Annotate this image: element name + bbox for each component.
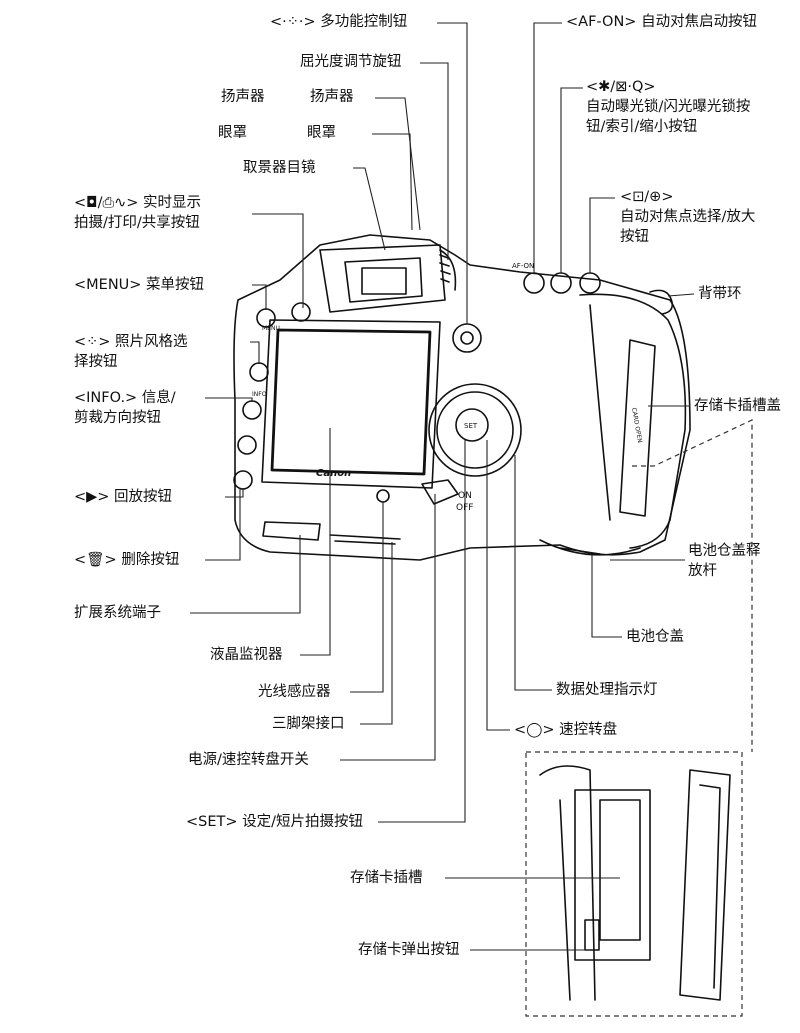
af-on-mark: AF-ON (512, 262, 534, 270)
label-liveview-2: 拍摄/打印/共享按钮 (74, 215, 200, 231)
label-battery-release-1: 电池仓盖释 (688, 543, 761, 559)
label-access-lamp: 数据处理指示灯 (556, 682, 658, 698)
label-set-button: <SET> 设定/短片拍摄按钮 (186, 814, 364, 830)
menu-mark: MENU (262, 325, 280, 332)
label-af-point-2: 自动对焦点选择/放大 (620, 209, 756, 225)
label-speaker-b: 扬声器 (310, 89, 354, 105)
label-diopter: 屈光度调节旋钮 (300, 54, 402, 70)
label-af-point-1: <⊡/⊕> (620, 189, 674, 205)
label-ext-terminal: 扩展系统端子 (74, 605, 161, 621)
label-picstyle-1: <⁘> 照片风格选 (74, 334, 188, 350)
info-mark: INFO (252, 391, 267, 398)
label-playback: <▶> 回放按钮 (74, 489, 173, 505)
label-lcd: 液晶监视器 (210, 647, 283, 663)
label-light-sensor: 光线感应器 (258, 684, 331, 700)
off-mark: OFF (456, 503, 473, 513)
label-eyecup-b: 眼罩 (307, 125, 336, 141)
label-info-2: 剪裁方向按钮 (74, 410, 161, 426)
label-ae-lock-2: 自动曝光锁/闪光曝光锁按 (586, 99, 751, 115)
label-eyecup-a: 眼罩 (218, 125, 247, 141)
label-power-switch: 电源/速控转盘开关 (188, 752, 309, 768)
brand-mark: Canon (316, 468, 351, 479)
label-liveview-1: <◘/⎙∿> 实时显示 (74, 195, 202, 211)
label-card-slot: 存储卡插槽 (350, 870, 423, 886)
label-battery-release-2: 放杆 (688, 563, 717, 579)
set-mark: SET (464, 422, 478, 430)
label-speaker-a: 扬声器 (221, 89, 265, 105)
label-menu: <MENU> 菜单按钮 (74, 277, 205, 293)
label-card-eject: 存储卡弹出按钮 (358, 942, 460, 958)
label-picstyle-2: 择按钮 (74, 354, 118, 370)
label-info-1: <INFO.> 信息/ (74, 390, 176, 406)
label-card-cover: 存储卡插槽盖 (694, 398, 781, 414)
on-mark: ON (458, 491, 472, 501)
label-battery-cover: 电池仓盖 (626, 629, 684, 645)
card-open-mark: CARD OPEN (630, 407, 643, 443)
label-quick-dial: <◯> 速控转盘 (514, 722, 618, 738)
label-eyepiece: 取景器目镜 (243, 160, 316, 176)
label-erase: <🗑> 删除按钮 (74, 552, 180, 568)
label-af-point-3: 按钮 (620, 229, 649, 245)
label-ae-lock-3: 钮/索引/缩小按钮 (586, 119, 698, 135)
label-af-on: <AF-ON> 自动对焦启动按钮 (566, 14, 758, 30)
label-multi-controller: <·⁘·> 多功能控制钮 (270, 14, 408, 30)
label-ae-lock-1: <✱/⊠·Q> (586, 79, 656, 95)
label-tripod: 三脚架接口 (272, 716, 345, 732)
label-strap: 背带环 (698, 286, 742, 302)
